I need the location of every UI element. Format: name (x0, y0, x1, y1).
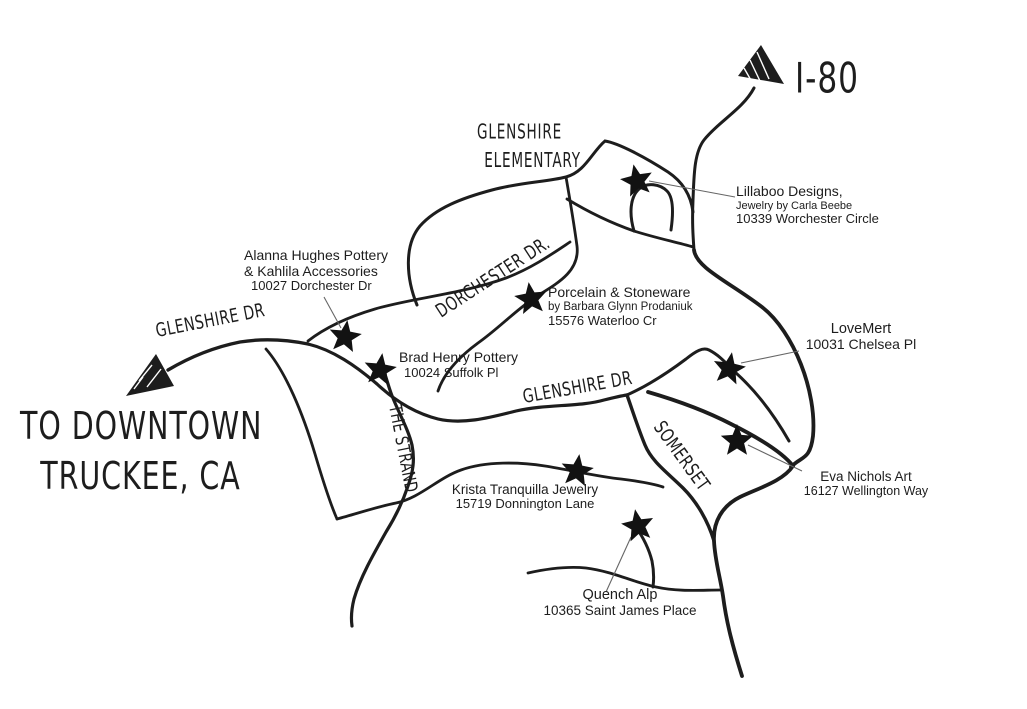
road-worchester-circle (629, 183, 674, 233)
road-upper-loop (406, 139, 695, 307)
road-label-the-strand: THE STRAND (384, 402, 421, 494)
location-name: LoveMert (830, 321, 892, 337)
road-glenshire-dr-west (166, 338, 310, 372)
location-label-lovemert: LoveMert 10031 Chelsea Pl (798, 321, 924, 353)
location-label-porcelain: Porcelain & Stoneware by Barbara Glynn P… (548, 284, 693, 328)
leader-lovemert (740, 350, 800, 364)
location-address: 10339 Worchester Circle (736, 210, 879, 226)
location-name: Alanna Hughes Pottery (244, 247, 388, 263)
road-south (712, 464, 795, 678)
glenshire-elementary-label: GLENSHIRE ELEMENTARY (477, 118, 581, 176)
i80-arrow-icon (738, 45, 784, 84)
road-label-somerset: SOMERSET (649, 417, 714, 495)
road-donnington-lane (335, 461, 665, 521)
location-label-krista: Krista Tranquilla Jewelry 15719 Donningt… (443, 482, 607, 512)
star-brad (362, 350, 399, 386)
road-glenshire-dr-mid (306, 342, 629, 423)
location-address: 16127 Wellington Way (803, 484, 929, 499)
road-right-boundary (692, 248, 816, 469)
location-address: 10027 Dorchester Dr (251, 278, 372, 294)
location-name: Lillaboo Designs, (736, 183, 843, 199)
road-label-glenshire-dr-east: GLENSHIRE DR (521, 367, 634, 407)
location-subtitle: Jewelry by Carla Beebe (736, 199, 853, 212)
road-saint-james-stem (635, 527, 656, 589)
road-label-glenshire-dr-west: GLENSHIRE DR (154, 299, 267, 341)
star-eva (720, 424, 754, 455)
i80-arrow-hatching (743, 51, 770, 83)
road-west-south (264, 347, 339, 521)
star-alanna (327, 317, 364, 353)
location-label-eva-nichols: Eva Nichols Art 16127 Wellington Way (800, 469, 932, 498)
school-label-line1: GLENSHIRE (477, 120, 562, 145)
road-i80-connector (691, 86, 756, 252)
downtown-arrow-icon (126, 354, 174, 396)
road-glenshire-dr-east (625, 347, 791, 443)
road-wellington-way (646, 390, 795, 468)
leader-alanna (323, 296, 342, 329)
location-address: 10031 Chelsea Pl (805, 336, 917, 353)
location-address: 10365 Saint James Place (543, 603, 697, 619)
location-address: 15719 Donnington Lane (455, 496, 595, 512)
star-quench (619, 506, 657, 543)
downtown-label-line1: TO DOWNTOWN (20, 404, 263, 450)
road-the-strand (349, 364, 415, 628)
downtown-label-line2: TRUCKEE, CA (40, 454, 241, 499)
location-name: Brad Henry Pottery (399, 349, 519, 365)
leader-eva (747, 444, 803, 472)
location-address: 15576 Waterloo Cr (548, 312, 657, 328)
downtown-arrow-hatching (133, 364, 162, 390)
leader-lillaboo (648, 180, 736, 198)
downtown-truckee-label: TO DOWNTOWN TRUCKEE, CA (20, 402, 262, 501)
location-name: Eva Nichols Art (820, 469, 912, 484)
road-label-dorchester-dr: DORCHESTER DR. (432, 232, 554, 322)
location-name: Quench Alp (582, 587, 658, 603)
location-name-line2: & Kahlila Accessories (244, 262, 378, 279)
location-label-alanna: Alanna Hughes Pottery & Kahlila Accessor… (244, 247, 388, 294)
location-address: 10024 Suffolk Pl (404, 364, 499, 380)
school-label-line2: ELEMENTARY (484, 149, 581, 174)
road-somerset (625, 393, 716, 543)
i80-highway-label: I-80 (795, 54, 859, 104)
location-name: Krista Tranquilla Jewelry (451, 482, 599, 497)
road-saint-james (526, 565, 723, 592)
location-name: Porcelain & Stoneware (548, 284, 691, 300)
leader-quench (605, 536, 632, 593)
location-subtitle: by Barbara Glynn Prodaniuk (548, 300, 693, 313)
location-label-lillaboo: Lillaboo Designs, Jewelry by Carla Beebe… (736, 183, 879, 227)
location-label-brad-henry: Brad Henry Pottery 10024 Suffolk Pl (399, 349, 519, 380)
location-label-quench: Quench Alp 10365 Saint James Place (536, 587, 704, 618)
road-dorchester-dr (306, 240, 572, 343)
